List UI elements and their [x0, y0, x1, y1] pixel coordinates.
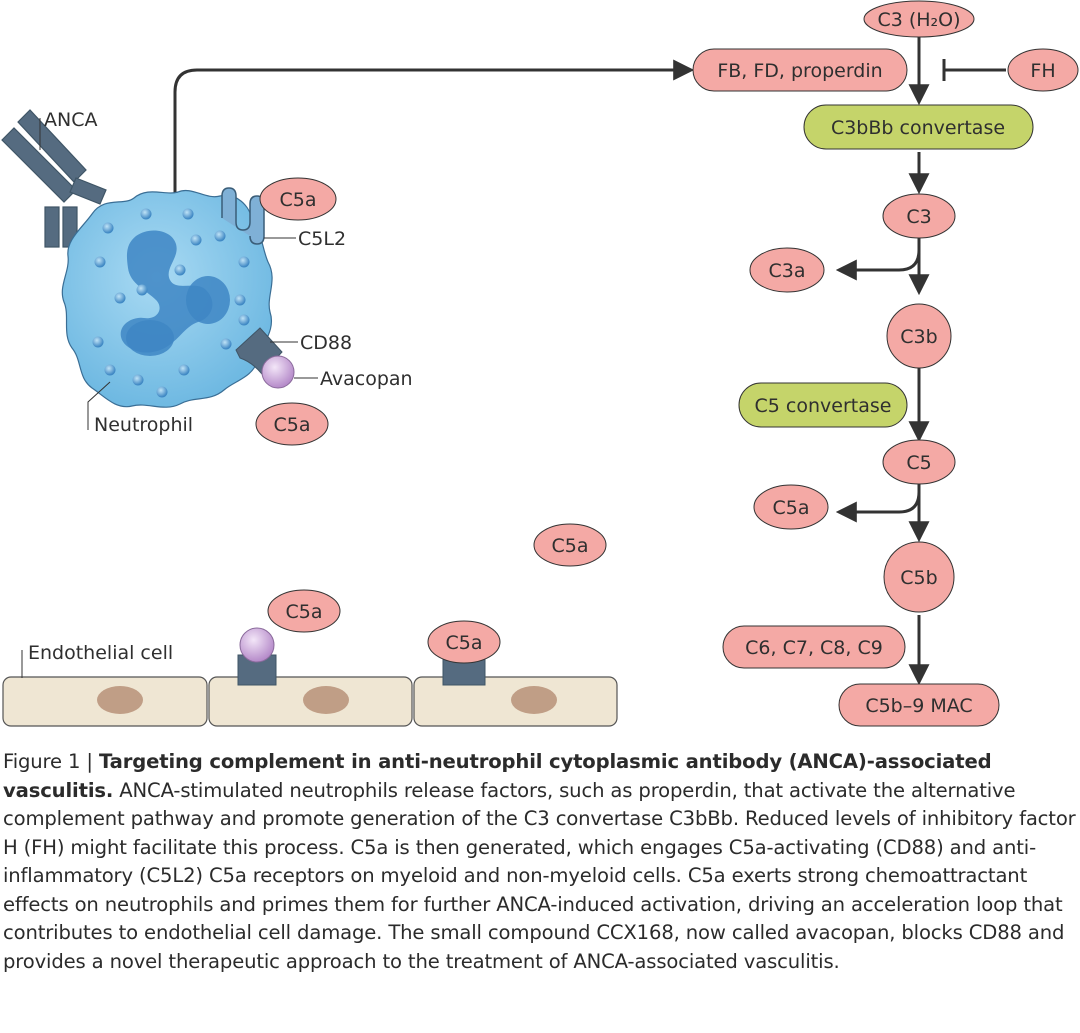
svg-text:C3a: C3a — [769, 260, 806, 282]
svg-text:C5a: C5a — [286, 601, 323, 623]
node-c3h2o: C3 (H₂O) — [863, 0, 975, 38]
c5l2-receptor — [221, 187, 265, 245]
granules — [92, 208, 250, 398]
svg-text:C5: C5 — [906, 452, 931, 474]
label-avacopan: Avacopan — [320, 368, 413, 390]
endo-receptor-c5a: C5a — [427, 620, 501, 686]
svg-text:C5b: C5b — [900, 567, 937, 589]
svg-text:C5a: C5a — [280, 189, 317, 211]
svg-text:C3b: C3b — [900, 326, 937, 348]
c5a-receptor-bound: C5a — [259, 177, 337, 221]
node-fh: FH — [1007, 48, 1079, 92]
label-c5l2: C5L2 — [298, 228, 346, 250]
svg-text:C5b–9 MAC: C5b–9 MAC — [865, 695, 972, 717]
node-c3: C3 — [882, 193, 956, 239]
node-mac: C5b–9 MAC — [838, 683, 1000, 727]
arrow-c5-to-c5a — [835, 491, 921, 523]
svg-text:C5 convertase: C5 convertase — [755, 395, 892, 417]
node-c3a: C3a — [749, 247, 825, 293]
label-neutrophil: Neutrophil — [94, 414, 193, 436]
neutrophil-cell — [61, 190, 273, 408]
svg-text:C5a: C5a — [773, 497, 810, 519]
svg-text:C3bBb convertase: C3bBb convertase — [831, 117, 1005, 139]
node-c5-convertase: C5 convertase — [738, 382, 908, 428]
node-c3bbb-convertase: C3bBb convertase — [803, 104, 1034, 150]
node-c5a-pathway: C5a — [753, 484, 829, 530]
svg-text:C5a: C5a — [274, 414, 311, 436]
endothelium — [2, 676, 618, 727]
label-anca: ANCA — [44, 109, 97, 131]
svg-text:C3 (H₂O): C3 (H₂O) — [877, 9, 960, 31]
node-c6-c9: C6, C7, C8, C9 — [722, 625, 906, 669]
node-c3b: C3b — [886, 303, 952, 369]
svg-text:C6, C7, C8, C9: C6, C7, C8, C9 — [745, 637, 883, 659]
endo-receptor-avacopan — [237, 627, 277, 686]
c5a-free-3: C5a — [267, 589, 341, 633]
svg-text:C3: C3 — [906, 206, 931, 228]
node-c5: C5 — [882, 439, 956, 485]
svg-text:FH: FH — [1030, 60, 1055, 82]
node-c5b: C5b — [883, 541, 955, 613]
figure-caption: Figure 1 | Targeting complement in anti-… — [3, 748, 1077, 976]
fh-inhibition — [942, 59, 1006, 81]
c5a-free-1: C5a — [255, 402, 329, 446]
node-fb-fd-properdin: FB, FD, properdin — [692, 48, 908, 92]
arrow-c3-to-c3a — [835, 249, 921, 281]
leader-neutrophil — [87, 381, 111, 430]
label-endothelial-cell: Endothelial cell — [28, 642, 173, 664]
caption-body: ANCA-stimulated neutrophils release fact… — [3, 778, 1076, 973]
caption-title: Targeting complement in anti-neutrophil … — [3, 750, 992, 802]
avacopan-molecule — [261, 355, 295, 389]
svg-text:C5a: C5a — [446, 632, 483, 654]
arrow-neutrophil-to-factors — [173, 59, 695, 195]
caption-label: Figure 1 | — [3, 750, 99, 773]
c5a-free-2: C5a — [533, 523, 607, 567]
label-cd88: CD88 — [300, 332, 352, 354]
svg-text:FB, FD, properdin: FB, FD, properdin — [717, 60, 882, 82]
pathway-arrows — [173, 34, 930, 686]
svg-text:C5a: C5a — [552, 535, 589, 557]
